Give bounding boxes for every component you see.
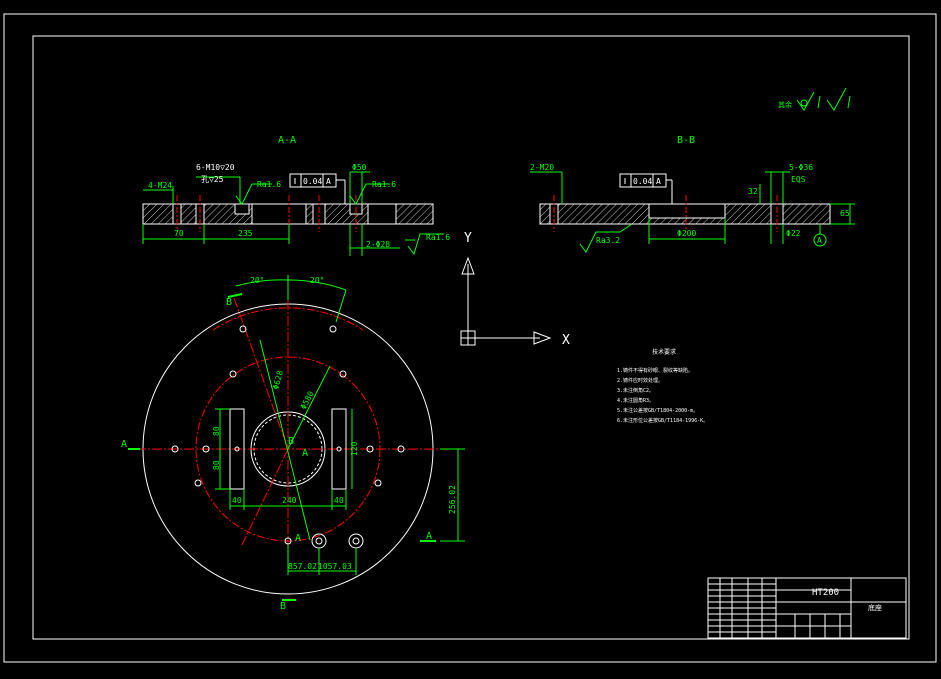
tech-req-3: 3.未注倒角C2。: [617, 387, 654, 394]
section-bb-title: B-B: [677, 135, 695, 146]
label-flat-tol-a: 0.04: [303, 177, 322, 186]
section-bb-view: [530, 171, 855, 253]
label-holes-2-m20: 2-M20: [530, 163, 554, 172]
label-dim-235: 235: [238, 229, 253, 238]
label-sec-a-right: A: [426, 531, 432, 542]
label-dim-857: 857.02: [288, 562, 317, 571]
label-cbore: 孔▽25: [201, 175, 224, 184]
label-sec-a-left: A: [121, 439, 127, 450]
label-dim-70: 70: [174, 229, 184, 238]
label-phi200: Φ200: [677, 229, 696, 238]
plan-view: [128, 275, 465, 601]
label-dim-80b: 80: [212, 460, 221, 470]
label-center-b: B: [288, 436, 294, 447]
title-block: [707, 577, 907, 639]
part-name-label: 底座: [868, 603, 882, 612]
label-dim-40a: 40: [232, 496, 242, 505]
label-ra16-b: Ra1.6: [372, 180, 396, 189]
material-label: HT200: [812, 588, 839, 598]
tech-req-5: 5.未注公差按GB/T1804-2000-m。: [617, 407, 698, 414]
label-flat-ref-a: A: [326, 177, 331, 186]
label-ra32: Ra3.2: [596, 236, 620, 245]
roughness-note: 其余: [778, 100, 792, 109]
label-dim-240: 240: [282, 496, 297, 505]
label-phi-sm: Φ580: [299, 390, 316, 411]
label-dim-256: 256.02: [448, 485, 457, 514]
label-dim-80a: 80: [212, 426, 221, 436]
tech-req-6: 6.未注形位公差按GB/T1184-1996-K。: [617, 417, 708, 424]
tech-req-4: 4.未注圆角R3。: [617, 397, 654, 404]
label-holes-6: 6-M10▽20: [196, 163, 235, 172]
label-angle-2: 20°: [310, 276, 324, 285]
label-angle-1: 20°: [250, 276, 264, 285]
section-aa-view: [142, 171, 444, 256]
axis-x-label: X: [562, 333, 570, 348]
outer-frame: [3, 13, 937, 663]
label-sec-a-bottom: A: [295, 533, 301, 544]
label-holes-5-phi36: 5-Φ36: [789, 163, 813, 172]
general-roughness-symbol: [796, 87, 851, 111]
label-phi50: Φ50: [352, 163, 367, 172]
label-flat-tol-b: 0.04: [633, 177, 652, 186]
label-flat-ref-b: A: [656, 177, 661, 186]
label-holes-4: 4-M24: [148, 181, 172, 190]
label-dim-1057: 1057.03: [318, 562, 352, 571]
tech-requirements-title: 技术要求: [652, 348, 676, 356]
label-dim-40b: 40: [334, 496, 344, 505]
label-datum-a: A: [817, 236, 822, 245]
label-sec-b-top: B: [226, 297, 232, 308]
label-holes-2-phi28: 2-Φ28: [366, 240, 390, 249]
label-ra16-a: Ra1.6: [257, 180, 281, 189]
tech-req-1: 1.铸件不得有砂眼、裂纹等缺陷。: [617, 367, 693, 374]
label-sec-b-bottom: B: [280, 601, 286, 612]
tech-req-2: 2.铸件应时效处理。: [617, 377, 663, 384]
ucs-icon: [460, 256, 552, 346]
label-ra16-c: Ra1.6: [426, 233, 450, 242]
section-aa-title: A-A: [278, 135, 296, 146]
label-phi22: Φ22: [786, 229, 801, 238]
label-dim-120: 120: [350, 441, 359, 456]
axis-y-label: Y: [464, 231, 472, 246]
inner-frame: [32, 35, 910, 640]
label-eqs: EQS: [791, 175, 806, 184]
label-phi-lg: Φ628: [271, 369, 285, 390]
label-dim-32: 32: [748, 187, 758, 196]
label-center-a: A: [302, 448, 308, 459]
label-dim-65: 65: [840, 209, 850, 218]
